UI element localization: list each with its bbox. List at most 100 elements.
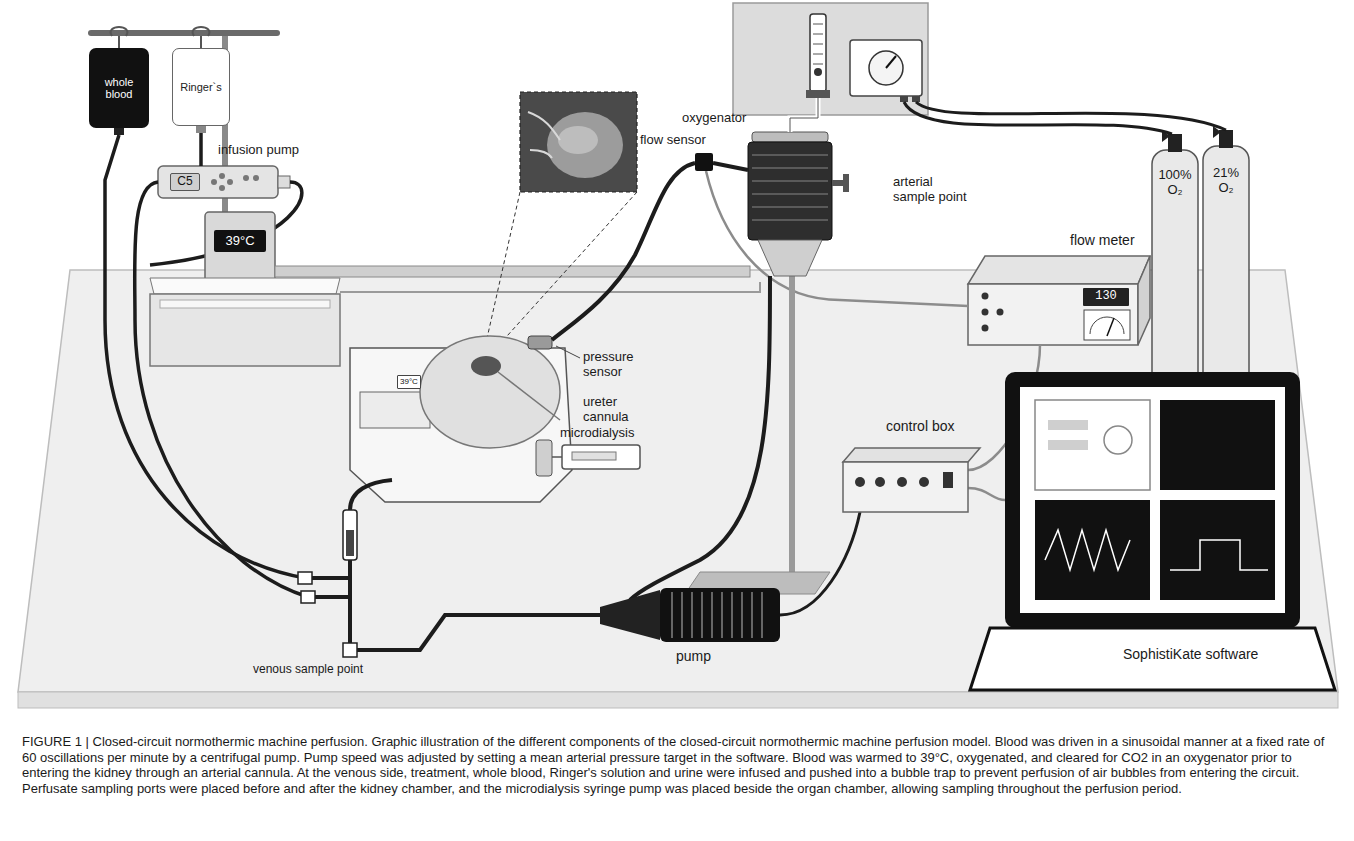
illustration-part [810,14,826,92]
illustration-part [18,692,1338,708]
illustration-part [219,185,225,191]
part-label: microdialysis [560,426,634,441]
part-label-holder: oxygenator [682,111,746,126]
node-text: C5 [177,175,192,188]
illustration-part [695,153,713,171]
water-bath [150,212,340,366]
chamber-thermometer: 39°C [397,375,421,389]
ringer-bag: Ringer`s [172,48,230,126]
illustration-part [968,488,1005,500]
illustration-part [158,166,278,198]
software-label-holder: SophistiKate software [1123,646,1258,662]
illustration-part [562,445,640,469]
part-label-holder: flow sensor [640,133,706,148]
illustration-part [919,477,929,487]
illustration-part [193,27,210,36]
illustration-part [701,592,703,638]
illustration-part [869,51,903,85]
illustration-part [780,512,860,615]
illustration-part [1048,420,1088,430]
illustration-part [813,24,823,25]
illustration-part [855,477,865,487]
flow-meter-body [968,256,1150,345]
illustration-part [982,325,989,332]
illustration-part [970,628,1335,690]
node-text: 39°C [225,234,254,248]
node-text: 39°C [400,378,418,387]
illustration-part [813,54,823,55]
illustration-part [843,448,980,462]
part-label-holder: pump [676,648,711,664]
illustration-part [1168,134,1182,152]
illustration-part [150,278,340,294]
illustration-part [558,126,598,154]
illustration-part [968,284,1138,345]
illustration-part [943,472,953,488]
illustration-part [556,346,580,358]
illustration-part [219,173,225,179]
illustration-part [343,643,357,657]
illustration-part [528,336,552,349]
software-label: SophistiKate software [1123,646,1258,662]
illustration-part [875,477,885,487]
illustration-part [748,142,832,240]
node-text: whole blood [94,76,144,100]
illustration-part [968,256,1150,284]
illustration-part [997,309,1004,316]
illustration-part [205,212,275,282]
part-label: pump [676,648,711,664]
illustration-part [904,102,1172,134]
illustration-part [806,90,830,98]
illustration-part [813,44,823,45]
illustration-part [843,174,849,192]
node-text: 130 [1095,290,1117,303]
illustration-part [752,206,828,208]
illustration-part [731,592,733,638]
illustration-part [1138,256,1150,345]
kidney-inset [483,92,637,356]
heater-display: 39°C [214,230,266,252]
illustration-part [789,275,795,575]
illustration-part [1005,372,1300,628]
illustration-part [572,452,616,460]
illustration-part [752,167,828,169]
illustration-part [340,282,760,292]
illustration-part [1170,540,1268,570]
caption-holder: FIGURE 1 | Closed-circuit normothermic m… [22,734,1332,796]
part-label: venous sample point [253,663,363,677]
illustration-part [752,154,828,156]
illustration-part [900,96,908,102]
figure-caption: FIGURE 1 | Closed-circuit normothermic m… [22,734,1332,796]
illustration-part [552,456,562,458]
cylinder-label: 100% O₂ [1153,168,1197,198]
illustration-part [275,266,750,277]
illustration-part [528,112,560,140]
illustration-part [547,112,623,178]
heating-pipe [275,266,760,292]
oxygenator-body [685,98,849,594]
illustration-part [552,163,695,340]
part-label-holder: venous sample point [253,663,363,677]
part-label-holder: ureter cannula [583,395,647,425]
illustration-part [711,592,713,638]
stopcocks [298,153,713,657]
illustration-part [790,98,818,132]
illustration-part [600,590,660,640]
illustration-part [1035,500,1150,600]
illustration-part [227,179,233,185]
part-label-holder: pressure sensor [583,350,647,380]
illustration-part [298,572,312,584]
illustration-part [691,592,693,638]
illustration-part [278,176,290,188]
illustration-part [483,192,520,356]
blood-bag: whole blood [89,48,149,128]
illustration-part [471,356,501,376]
illustration-part [420,336,560,448]
illustration-part [790,98,818,132]
illustration-part [850,40,922,96]
illustration-part [1020,387,1285,613]
flow-display: 130 [1083,288,1129,306]
illustration-part [200,36,202,48]
